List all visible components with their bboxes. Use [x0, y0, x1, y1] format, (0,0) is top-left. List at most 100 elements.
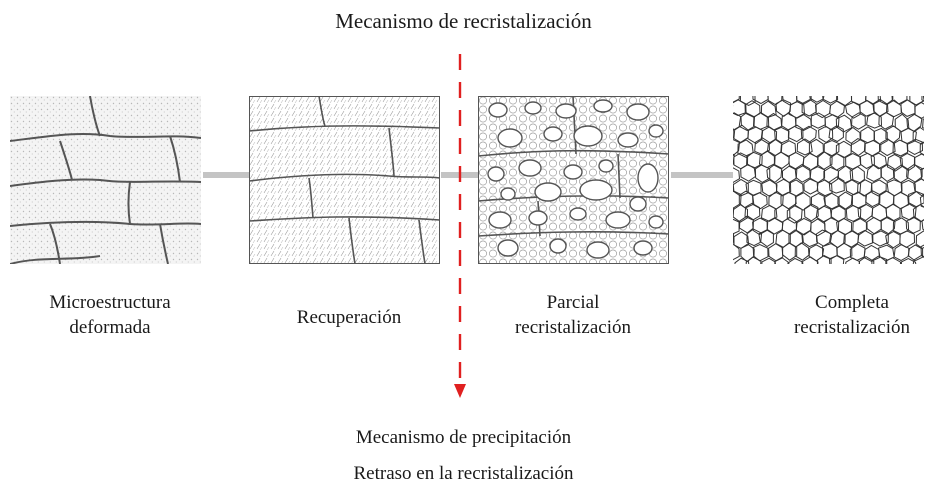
caption-line: Parcial: [546, 292, 600, 313]
recrystallized-grain: [648, 124, 664, 138]
grain-cell: [766, 217, 784, 235]
grain-cell: [823, 192, 840, 210]
grain-cell: [766, 164, 783, 184]
grain-cell: [787, 124, 804, 143]
grain-cell: [739, 96, 756, 106]
grain-cell: [753, 164, 771, 183]
grain-cell: [733, 139, 741, 157]
connector-line: [671, 172, 733, 178]
grain-cell: [816, 254, 832, 264]
grain-cell: [880, 164, 895, 183]
grain-cell: [878, 111, 895, 130]
grain-cell: [871, 179, 887, 197]
caption-line: deformada: [69, 317, 151, 338]
grain-cell: [914, 101, 924, 119]
grain-cell: [787, 257, 803, 264]
grain-cell: [906, 138, 924, 155]
grain-cell: [803, 203, 819, 222]
recrystallized-grain: [648, 215, 664, 229]
grain-cell: [828, 255, 845, 264]
grain-cell: [788, 179, 804, 197]
diagram-title: Mecanismo de recristalización: [335, 9, 592, 33]
grain-cell: [845, 204, 862, 223]
grain-cell: [746, 151, 763, 169]
grain-cell: [733, 218, 740, 235]
grain-cell: [900, 258, 917, 264]
recrystallized-grain: [569, 207, 587, 221]
grain-cell: [733, 233, 735, 244]
grain-cell: [758, 229, 774, 248]
grain-cell: [828, 125, 844, 143]
grain-cell: [775, 99, 792, 118]
grain-cell: [733, 207, 735, 218]
grain-cell: [909, 96, 924, 106]
recrystallized-grain: [605, 211, 631, 229]
grain-cell: [900, 99, 916, 117]
recrystallized-grain: [543, 126, 563, 142]
recrystallized-grain: [573, 125, 603, 147]
grain-cell: [802, 256, 819, 264]
grain-cell: [922, 118, 924, 129]
recrystallized-grain: [633, 240, 653, 256]
recrystallized-grain: [617, 132, 639, 148]
grain-cell: [850, 96, 867, 106]
grain-cell: [761, 179, 778, 197]
grain-cell: [752, 96, 769, 105]
stage-caption-recovery: Recuperación: [239, 305, 459, 330]
deformed-microstructure-image: [10, 96, 201, 264]
grain-cell: [859, 152, 875, 170]
grain-cell: [885, 125, 901, 144]
grain-cell: [905, 216, 921, 234]
grain-cell: [745, 256, 762, 264]
recrystallized-grain: [637, 163, 659, 193]
grain-cell: [782, 242, 798, 261]
recrystallized-grain: [629, 196, 647, 212]
grain-cell: [794, 242, 810, 261]
connector-line: [203, 172, 249, 178]
grain-cell: [745, 100, 761, 118]
grain-cell: [857, 229, 874, 247]
recrystallized-grain: [563, 164, 583, 180]
grain-cell: [920, 244, 924, 258]
recrystallization-delay-label: Retraso en la recristalización: [353, 463, 574, 484]
stage-caption-complete: Completa recristalización: [742, 290, 927, 340]
recrystallized-grain: [555, 103, 577, 119]
grain-cell: [912, 254, 924, 264]
grain-cell: [822, 96, 839, 104]
recrystallized-grain: [549, 238, 567, 254]
recrystallized-grain: [626, 103, 650, 121]
recrystallized-grain: [488, 102, 508, 118]
grain-cell: [913, 178, 924, 197]
grain-cell: [745, 179, 762, 197]
grain-cell: [795, 113, 812, 132]
recrystallized-grain: [598, 159, 614, 173]
caption-line: Recuperación: [296, 307, 402, 328]
grain-cell: [886, 153, 904, 172]
recrystallized-grain: [497, 239, 519, 257]
recrystallized-grain: [593, 99, 613, 113]
grain-cell: [877, 96, 894, 106]
recrystallized-grain: [524, 101, 542, 115]
recrystallized-grain: [488, 211, 512, 229]
recovery-image: [249, 96, 440, 264]
grain-cell: [786, 205, 803, 224]
recrystallized-grain: [534, 182, 562, 202]
recrystallized-grain: [497, 128, 523, 148]
grain-cell: [809, 96, 825, 103]
grain-cell: [733, 204, 749, 223]
grain-cell: [858, 100, 875, 117]
recrystallized-grain: [528, 210, 548, 226]
grain-cell: [816, 179, 833, 197]
grain-cell: [818, 125, 834, 143]
grain-cell: [795, 217, 812, 236]
grain-cell: [851, 112, 866, 130]
grain-cell: [871, 255, 888, 264]
grain-cell: [815, 205, 833, 223]
partial-recrystallization-image: [478, 96, 669, 264]
precipitation-mechanism-label: Mecanismo de precipitación: [355, 427, 572, 448]
recrystallized-grain: [586, 241, 610, 259]
grain-cell: [900, 127, 917, 145]
recrystallized-grain: [500, 187, 516, 201]
grain-cell: [919, 142, 924, 156]
grain-cell: [908, 190, 924, 208]
